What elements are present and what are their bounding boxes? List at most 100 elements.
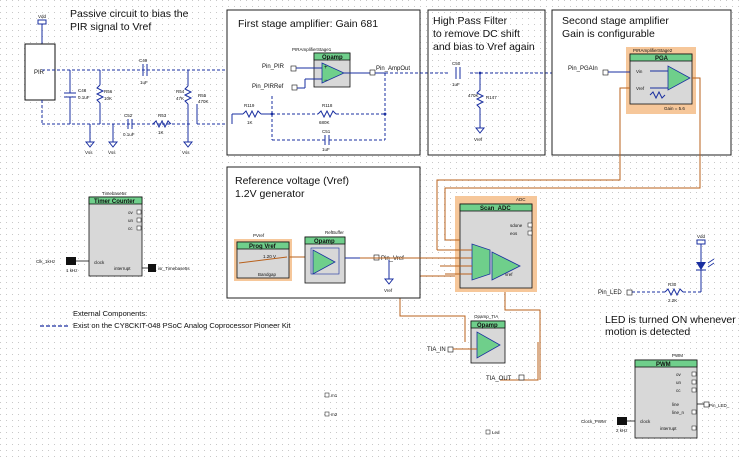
- pwm-cc-terminal[interactable]: [691, 387, 697, 393]
- pin-pirref-label: Pin_PIRRef: [252, 84, 284, 90]
- r53-value: 1K: [158, 130, 164, 135]
- r147-value: 470K: [468, 93, 479, 98]
- r118-name: R118: [322, 103, 333, 108]
- pga-gain-resistor: [649, 90, 666, 100]
- r118-body[interactable]: [317, 109, 337, 119]
- pwm-instance: PWM: [672, 353, 683, 358]
- vref-gnd-label: Vref: [384, 288, 393, 293]
- clk-1khz-value: 1 kHz: [66, 268, 78, 273]
- external-legend: External Components: Exist on the CY8CKI…: [40, 309, 292, 330]
- pin-led-misc-terminal[interactable]: [485, 429, 491, 435]
- pin-m2-terminal[interactable]: [324, 411, 330, 417]
- r56-name: R56: [104, 89, 113, 94]
- pin-led-terminal[interactable]: [626, 289, 633, 296]
- r55-value: 470K: [198, 99, 209, 104]
- r54-name: R54: [176, 89, 185, 94]
- r30-body[interactable]: [664, 287, 684, 297]
- c51-value: 1uF: [322, 147, 330, 152]
- pga-gain: Gain = 5.6: [664, 106, 685, 111]
- pwm-interrupt-terminal[interactable]: [691, 425, 697, 431]
- led-diode[interactable]: [696, 262, 706, 270]
- c51-name: C51: [322, 129, 331, 134]
- timer-ov-terminal[interactable]: [136, 209, 142, 215]
- pwm-type: PWM: [656, 362, 671, 368]
- pin-m1-terminal[interactable]: [324, 392, 330, 398]
- tia-header: [470, 320, 506, 329]
- r30-value: 2.2K: [668, 298, 677, 303]
- tia-in-terminal[interactable]: [447, 346, 454, 353]
- clk-1khz-symbol[interactable]: [66, 257, 76, 265]
- pin-led-pwm-label: Pin_LED_: [709, 403, 730, 408]
- first-stage-title: First stage amplifier: Gain 681: [238, 18, 378, 30]
- pin-led-misc-label: Led: [492, 430, 500, 435]
- pin-pir-terminal[interactable]: [290, 65, 297, 72]
- vss-label-right: Vss: [182, 150, 190, 155]
- timer-port-ov: ov: [128, 210, 134, 215]
- adc-mux: [471, 243, 491, 281]
- c50-value: 1uF: [452, 82, 460, 87]
- vss-symbol-right: [182, 141, 194, 148]
- pga-vin-label: Vin: [636, 69, 643, 74]
- external-desc: Exist on the CY8CKIT-048 PSoC Analog Cop…: [73, 321, 292, 330]
- led-note-line1: LED is turned ON whenever: [605, 314, 736, 326]
- timer-un-terminal[interactable]: [136, 217, 142, 223]
- r53-body[interactable]: [152, 119, 172, 129]
- refbuffer-inner: [310, 247, 340, 275]
- second-stage-title-line2: Gain is configurable: [562, 28, 655, 40]
- pwm-un-terminal[interactable]: [691, 379, 697, 385]
- pvref-header: [236, 241, 290, 250]
- r147-body[interactable]: [475, 89, 485, 109]
- timer-block[interactable]: [88, 196, 143, 277]
- pin-m1-label: m1: [331, 393, 338, 398]
- pin-pgain-terminal[interactable]: [602, 69, 609, 76]
- pwm-line-n-terminal[interactable]: [691, 409, 697, 415]
- r56-body[interactable]: [95, 84, 105, 104]
- led-note-line2: motion is detected: [605, 326, 690, 338]
- pwm-ov-terminal[interactable]: [691, 371, 697, 377]
- adc-instance: ADC: [516, 197, 526, 202]
- adc-block-group: ADC Scan_ADC sdone eos vref: [437, 196, 537, 292]
- r53-name: R53: [158, 113, 167, 118]
- pwm-block[interactable]: [634, 359, 698, 439]
- passive-title-line2: PIR signal to Vref: [70, 21, 151, 33]
- isr-symbol[interactable]: [148, 264, 156, 272]
- hpf-frame: [427, 9, 546, 156]
- pin-ampout-terminal[interactable]: [369, 69, 376, 76]
- pin-pirref-terminal[interactable]: [291, 84, 298, 91]
- r147-name: R147: [486, 95, 497, 100]
- vss-label-mid: Vss: [108, 150, 116, 155]
- pir-vdd-label: Vdd: [38, 14, 47, 19]
- c50-name: C50: [452, 61, 461, 66]
- adc-eos-terminal[interactable]: [527, 230, 533, 236]
- clk-1khz-label: Clk_1kHz: [36, 259, 56, 264]
- led-vdd-label: Vdd: [697, 234, 706, 239]
- first-stage-section: First stage amplifier: Gain 681 PIRAmpli…: [226, 9, 421, 156]
- amp1-plus: +: [324, 65, 328, 71]
- c48-name: C48: [78, 88, 87, 93]
- pwm-port-ov: ov: [676, 372, 682, 377]
- pir-sensor[interactable]: [24, 43, 56, 101]
- adc-sdone-terminal[interactable]: [527, 222, 533, 228]
- r118-value: 680K: [319, 120, 330, 125]
- pin-vref-label: Pin_Vref: [381, 256, 404, 262]
- pwm-header: [634, 359, 698, 368]
- adc-port-sdone: sdone: [510, 223, 523, 228]
- pvref-source: Bandgap: [258, 272, 277, 277]
- timer-cc-terminal[interactable]: [136, 225, 142, 231]
- pwm-port-un: un: [676, 380, 682, 385]
- analog-routing: [399, 77, 701, 381]
- timer-header: [88, 196, 143, 205]
- c52-name: C52: [124, 113, 133, 118]
- pin-m2-label: m2: [331, 412, 338, 417]
- r54-body[interactable]: [183, 85, 193, 105]
- clock-pwm-symbol[interactable]: [617, 417, 627, 425]
- pwm-port-clock: clock: [640, 419, 651, 424]
- pin-led-pwm-terminal[interactable]: [703, 401, 710, 408]
- r54-value: 47K: [176, 96, 184, 101]
- tia-out-terminal[interactable]: [518, 374, 525, 381]
- r119-body[interactable]: [242, 109, 262, 119]
- refbuffer-type: Opamp: [314, 239, 335, 245]
- tia-type: Opamp: [477, 323, 498, 329]
- second-stage-section: Second stage amplifier Gain is configura…: [551, 9, 732, 156]
